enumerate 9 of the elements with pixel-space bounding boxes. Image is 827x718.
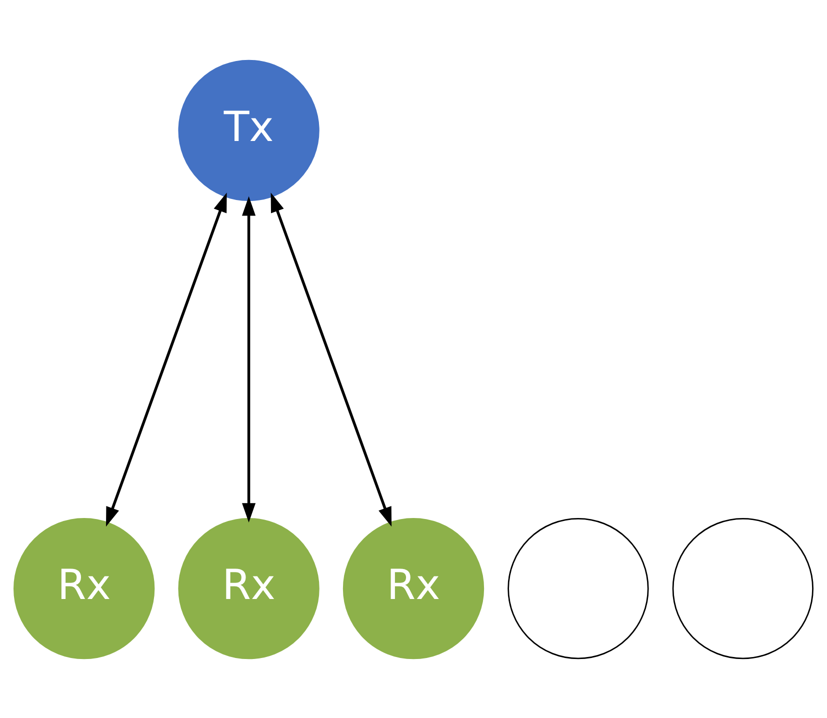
node-circle <box>508 517 649 659</box>
node-circle: Rx <box>14 517 155 659</box>
arrow <box>106 192 227 526</box>
node-circle: Tx <box>178 59 320 201</box>
arrow <box>270 192 392 526</box>
node-circle: Rx <box>178 517 320 659</box>
node-circle <box>672 517 814 659</box>
node-circle: Rx <box>342 517 484 659</box>
arrow <box>242 196 256 522</box>
